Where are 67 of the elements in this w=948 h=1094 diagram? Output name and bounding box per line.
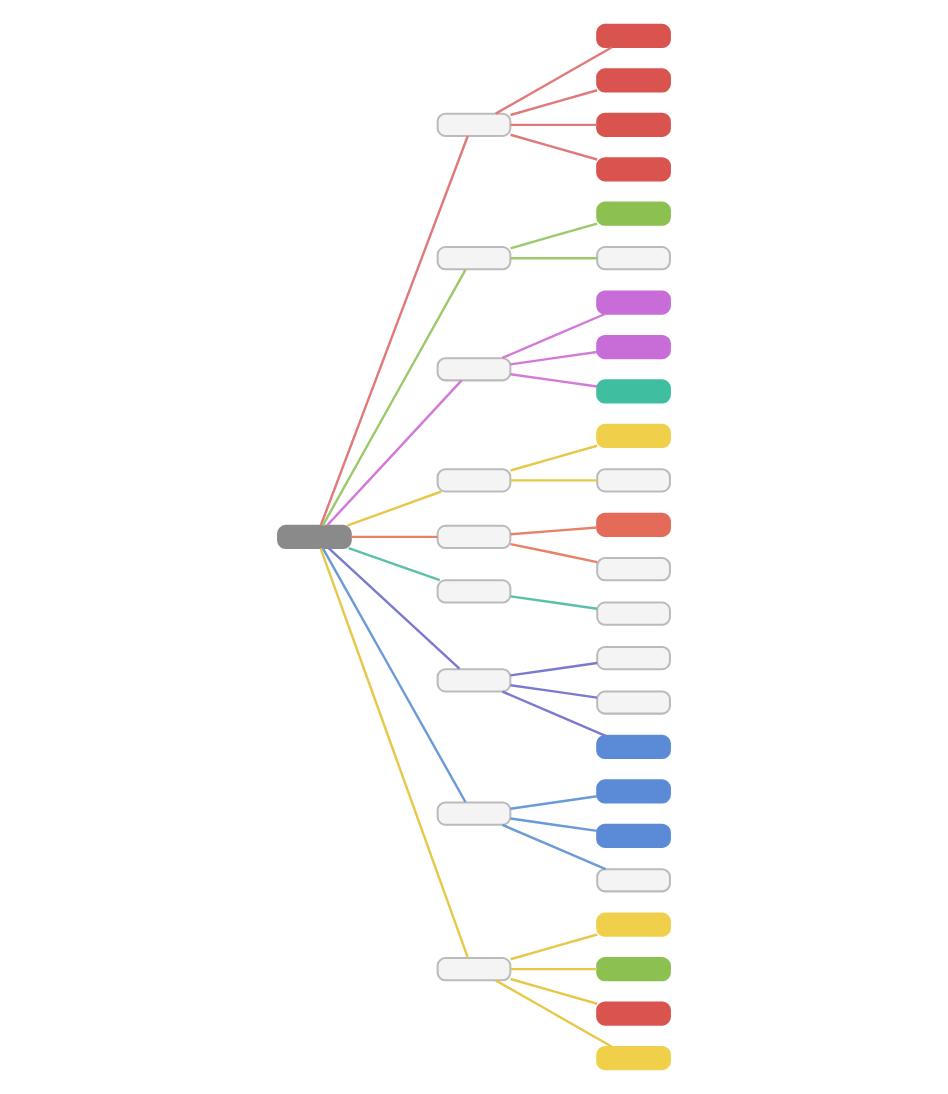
connector [350, 535, 438, 539]
connector [510, 977, 598, 1005]
connector [510, 373, 598, 388]
node-box [596, 201, 671, 226]
connector [348, 547, 441, 582]
node-box [596, 68, 671, 93]
node-box [596, 601, 671, 626]
connector [510, 133, 598, 161]
connector [510, 967, 598, 971]
node-box [596, 912, 671, 937]
connector [495, 46, 613, 115]
connector [501, 312, 607, 360]
node-box [596, 557, 671, 582]
connector [510, 222, 598, 250]
node-box [596, 1045, 671, 1071]
connector [346, 490, 442, 527]
node-box [436, 668, 512, 693]
node-box [436, 468, 512, 493]
connector [510, 795, 598, 810]
connector [501, 690, 607, 737]
connector [510, 817, 598, 833]
node-box [596, 379, 671, 404]
node-box [596, 645, 671, 671]
connector [321, 547, 467, 803]
node-box [596, 868, 671, 893]
node-box [596, 957, 671, 982]
node-box [596, 734, 671, 760]
node-box [596, 246, 671, 271]
connector [510, 444, 598, 472]
connector [510, 526, 598, 536]
node-box [436, 579, 512, 604]
connector [510, 89, 598, 117]
node-box [436, 357, 512, 382]
node-box [436, 957, 512, 982]
node-box [596, 823, 671, 848]
node-box [596, 334, 671, 360]
connector [319, 548, 469, 958]
connector [510, 479, 598, 482]
node-box [596, 423, 671, 449]
node-box [596, 468, 671, 493]
connector [326, 379, 463, 527]
connector [510, 123, 598, 127]
connector [495, 979, 613, 1048]
node-box [596, 23, 671, 49]
node-box [596, 1001, 671, 1026]
connector [321, 269, 467, 527]
node-box [596, 779, 671, 804]
node-box [436, 246, 512, 271]
connector [510, 542, 598, 564]
node-box [436, 801, 512, 826]
connector [510, 350, 598, 366]
connector [510, 256, 598, 260]
connector [510, 933, 598, 961]
connector [319, 135, 469, 526]
node-box [596, 112, 671, 137]
node-box [436, 112, 512, 137]
node-box [596, 690, 671, 715]
connector [510, 684, 598, 699]
connector [501, 823, 607, 871]
node-box [277, 524, 352, 549]
connector [327, 547, 461, 670]
connector [510, 595, 598, 610]
node-box [596, 512, 671, 537]
connector [510, 661, 598, 677]
node-box [596, 290, 671, 315]
node-box [436, 524, 512, 549]
node-box [596, 157, 671, 182]
